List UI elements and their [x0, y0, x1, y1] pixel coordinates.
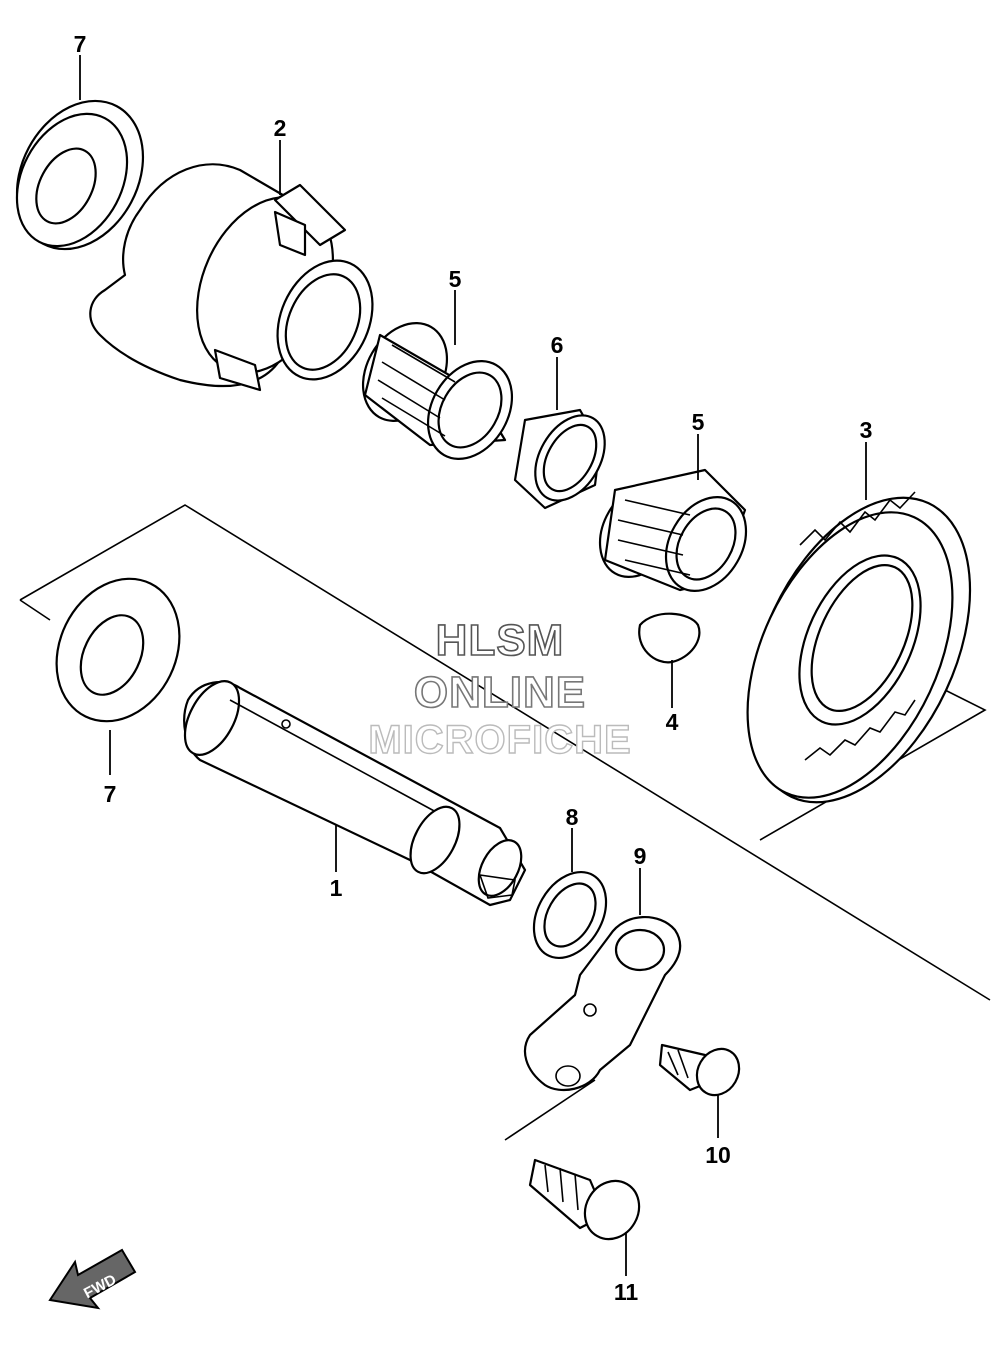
- part-11-bolt[interactable]: [528, 1158, 650, 1249]
- callout-7-bottom: 7: [104, 781, 117, 807]
- callout-9: 9: [634, 843, 647, 869]
- assembly-boundary-line: [19, 599, 51, 621]
- callout-2: 2: [274, 115, 287, 141]
- callout-5a: 5: [449, 266, 462, 292]
- part-8-washer[interactable]: [519, 859, 620, 971]
- part-2-housing[interactable]: [89, 163, 390, 394]
- assembly-boundary-line: [19, 504, 991, 1001]
- part-9-lever[interactable]: [523, 916, 682, 1092]
- part-10-bolt[interactable]: [658, 1041, 747, 1103]
- part-7-oil-seal-bottom[interactable]: [33, 558, 202, 742]
- part-6-spacer[interactable]: [513, 403, 619, 513]
- part-5-needle-bearing-a[interactable]: [346, 308, 529, 474]
- callout-6: 6: [551, 332, 564, 358]
- part-3-gear[interactable]: [705, 463, 1000, 837]
- fwd-arrow-icon: FWD: [48, 1248, 137, 1310]
- part-7-oil-seal-top[interactable]: [0, 79, 168, 271]
- callout-4: 4: [666, 709, 679, 735]
- callout-11: 11: [614, 1279, 639, 1305]
- callout-1: 1: [330, 875, 343, 901]
- callout-7-top: 7: [74, 31, 87, 57]
- part-5-needle-bearing-b[interactable]: [584, 468, 762, 606]
- assembly-boundary-line: [504, 1079, 596, 1141]
- callout-3: 3: [860, 417, 873, 443]
- callout-8: 8: [566, 804, 579, 830]
- part-4-key[interactable]: [638, 612, 701, 664]
- part-1-shaft[interactable]: [174, 672, 530, 907]
- callout-5b: 5: [692, 409, 705, 435]
- callout-10: 10: [705, 1142, 731, 1168]
